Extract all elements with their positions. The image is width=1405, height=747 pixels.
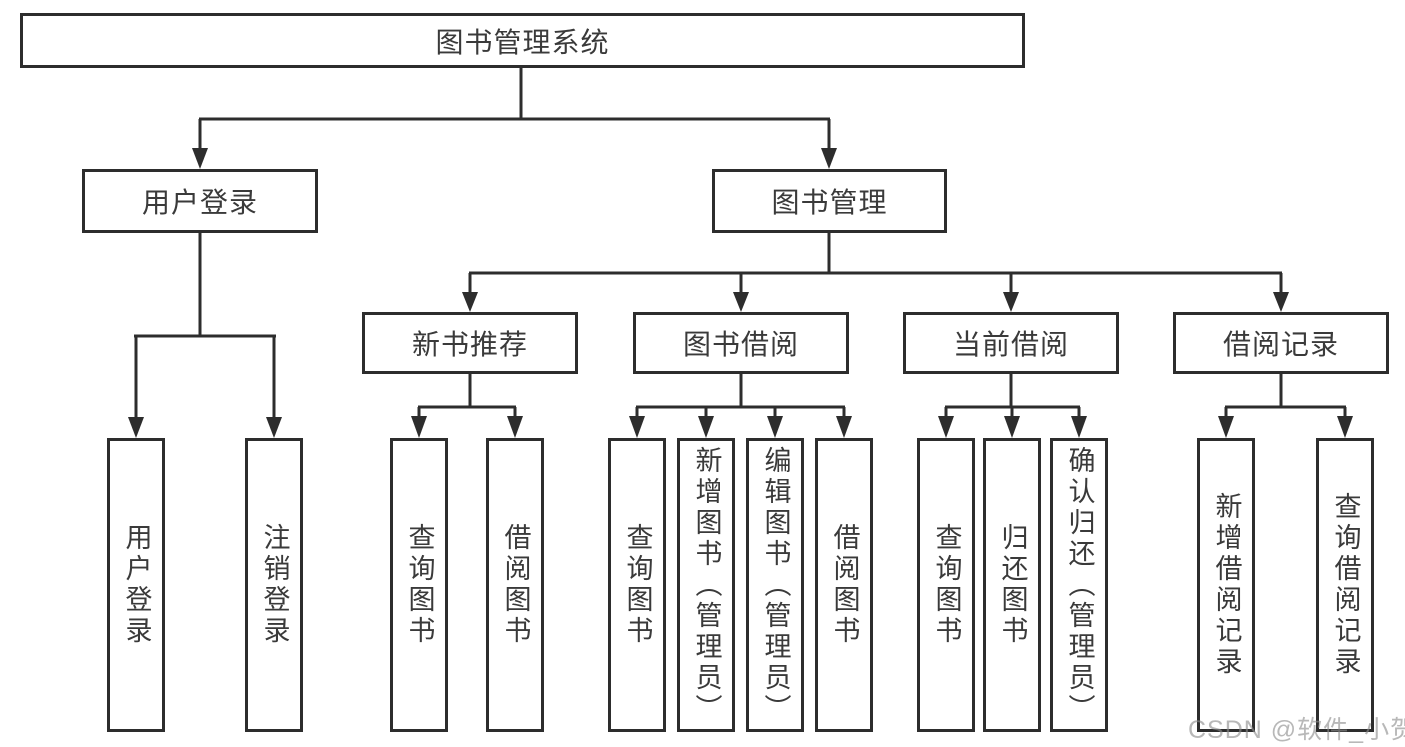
node-borrow-records: 借阅记录 — [1173, 312, 1389, 374]
node-book-borrow-label: 图书借阅 — [682, 329, 799, 360]
leaf-borrow-books: 借阅图书 — [815, 438, 873, 732]
leaf-user-login: 用户登录 — [107, 438, 165, 732]
leaf-logout: 注销登录 — [245, 438, 303, 732]
leaf-add-borrow-record: 新增借阅记录 — [1197, 438, 1255, 732]
node-book-borrow: 图书借阅 — [633, 312, 849, 374]
leaf-label: 查询图书 — [622, 523, 653, 647]
node-user-login-label: 用户登录 — [141, 187, 258, 218]
leaf-label: 查询图书 — [931, 523, 962, 647]
leaf-label: 借阅图书 — [829, 523, 860, 647]
leaf-label: 新增借阅记录 — [1211, 492, 1242, 678]
node-current-borrow-label: 当前借阅 — [952, 329, 1069, 360]
node-book-management-label: 图书管理 — [771, 187, 888, 218]
leaf-query-books-recommend: 查询图书 — [390, 438, 448, 732]
leaf-label: 用户登录 — [121, 523, 152, 647]
node-root: 图书管理系统 — [20, 13, 1025, 68]
node-current-borrow: 当前借阅 — [903, 312, 1119, 374]
node-book-management: 图书管理 — [712, 169, 947, 233]
leaf-add-books-admin: 新增图书（管理员） — [677, 438, 735, 732]
leaf-label: 归还图书 — [997, 523, 1028, 647]
csdn-watermark: CSDN @软件_小贺同学 — [1188, 716, 1405, 744]
leaf-confirm-return-admin: 确认归还（管理员） — [1050, 438, 1108, 732]
leaf-query-books-current: 查询图书 — [917, 438, 975, 732]
leaf-label: 新增图书（管理员） — [691, 445, 722, 725]
leaf-label: 借阅图书 — [500, 523, 531, 647]
leaf-label: 编辑图书（管理员） — [760, 445, 791, 725]
node-root-label: 图书管理系统 — [435, 26, 610, 58]
node-new-book-recommend-label: 新书推荐 — [411, 329, 528, 360]
node-borrow-records-label: 借阅记录 — [1222, 329, 1339, 360]
leaf-label: 查询图书 — [404, 523, 435, 647]
leaf-label: 确认归还（管理员） — [1064, 445, 1095, 725]
leaf-return-books: 归还图书 — [983, 438, 1041, 732]
node-user-login: 用户登录 — [82, 169, 318, 233]
leaf-query-books-borrow: 查询图书 — [608, 438, 666, 732]
leaf-label: 注销登录 — [259, 523, 290, 647]
leaf-edit-books-admin: 编辑图书（管理员） — [746, 438, 804, 732]
leaf-query-borrow-record: 查询借阅记录 — [1316, 438, 1374, 732]
node-new-book-recommend: 新书推荐 — [362, 312, 578, 374]
leaf-label: 查询借阅记录 — [1330, 492, 1361, 678]
leaf-borrow-books-recommend: 借阅图书 — [486, 438, 544, 732]
